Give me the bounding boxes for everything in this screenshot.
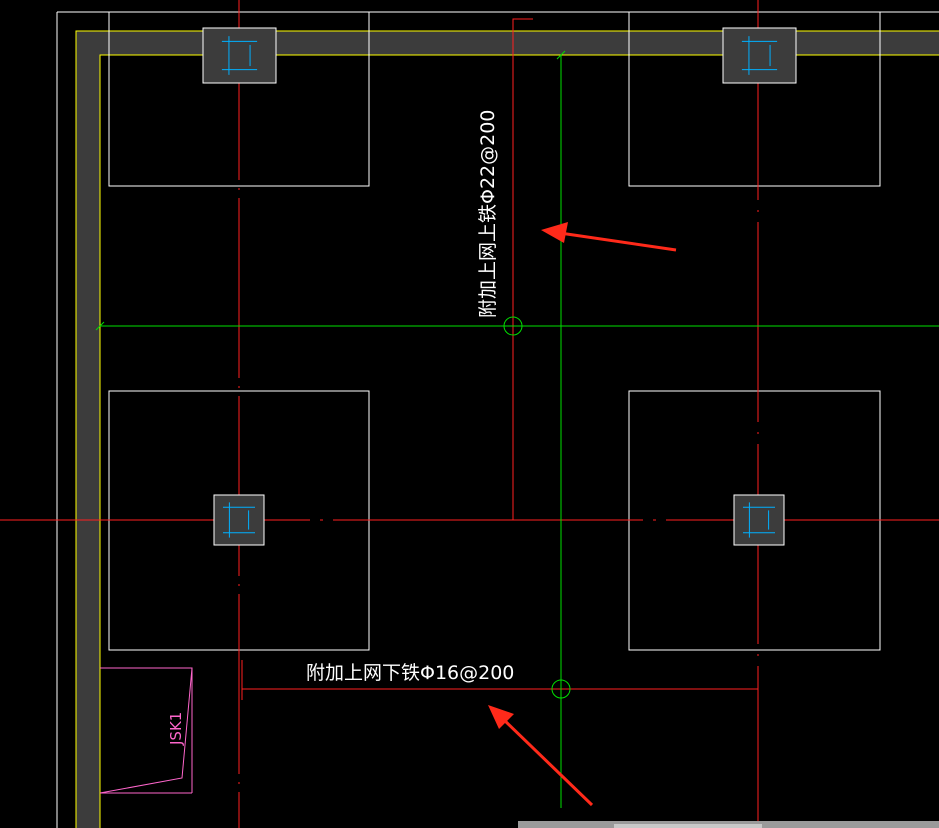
bottom-bar <box>518 821 939 828</box>
footing-top-left <box>108 12 370 187</box>
pointer-arrow-icon <box>488 705 594 807</box>
pit-jsk1: JSK1 <box>99 667 193 794</box>
column-marker-icon <box>722 27 797 84</box>
footing-top-right <box>628 12 881 187</box>
column-marker-icon <box>213 494 265 546</box>
column-marker-icon <box>202 27 277 84</box>
rebar-node-icon <box>503 316 523 336</box>
pit-label: JSK1 <box>167 712 185 746</box>
additional-rebar-lines <box>95 50 939 808</box>
slab-edge-wall <box>75 30 939 828</box>
outer-frame <box>56 11 939 828</box>
pointer-arrow-icon <box>541 222 677 252</box>
lower-rebar-annotation: 附加上网下铁Φ16@200 <box>306 662 514 684</box>
rebar-node-icon <box>551 679 571 699</box>
footing-outlines <box>108 12 881 651</box>
column-marker-icon <box>733 494 785 546</box>
upper-rebar-annotation: 附加上网上铁Φ22@200 <box>477 110 499 318</box>
